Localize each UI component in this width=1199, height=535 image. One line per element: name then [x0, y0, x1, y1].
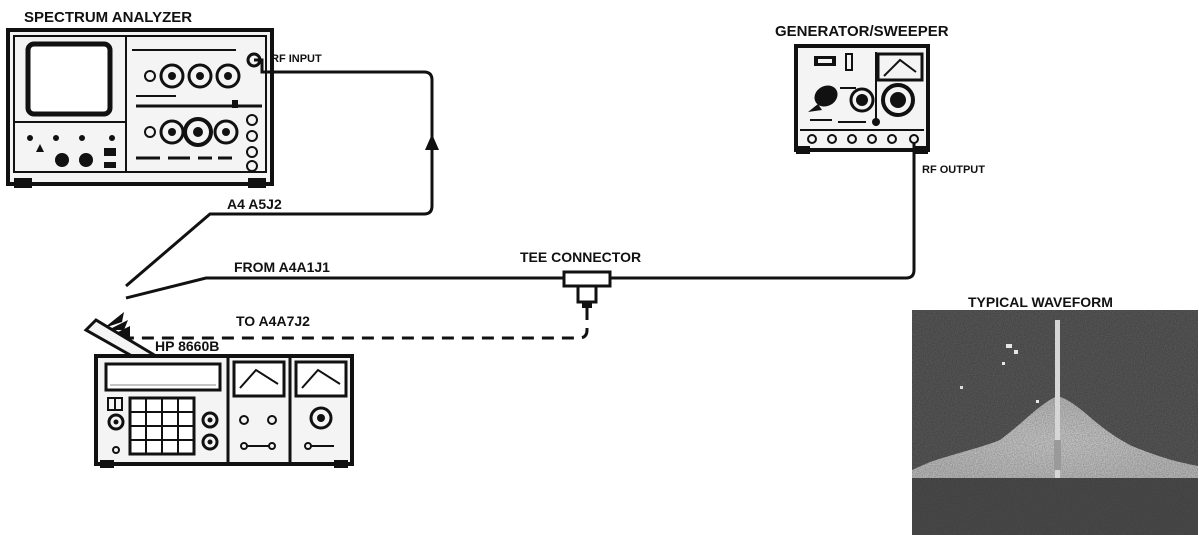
cable-to-a4a7j2 — [128, 308, 589, 340]
tee-connector: TEE CONNECTOR — [520, 249, 641, 308]
spectrum-analyzer-crt — [25, 41, 113, 117]
hp-8660b-display — [104, 362, 222, 392]
tee-connector-label: TEE CONNECTOR — [520, 249, 641, 265]
sa-knob-icon — [79, 153, 93, 167]
spectrum-analyzer: SPECTRUM ANALYZER — [6, 9, 274, 188]
hp-8660b-meter-icon — [232, 360, 286, 398]
spectrum-analyzer-title: SPECTRUM ANALYZER — [24, 9, 192, 26]
sa-knob-icon — [55, 153, 69, 167]
hp-8660b: HP 8660B — [83, 318, 354, 468]
hp-8660b-meter-icon — [294, 360, 348, 398]
typical-waveform: TYPICAL WAVEFORM — [912, 294, 1198, 535]
cable-a4a5j2 — [125, 58, 434, 288]
label-to-a4a7j2: TO A4A7J2 — [236, 313, 310, 329]
waveform-carrier-spike — [1055, 320, 1060, 478]
signal-flow-arrow-icon — [116, 326, 130, 340]
label-from-a4a1j1: FROM A4A1J1 — [234, 259, 330, 275]
label-a4a5j2: A4 A5J2 — [227, 196, 282, 212]
generator-meter-icon — [876, 52, 924, 82]
cable-from-a4a1j1 — [125, 143, 916, 300]
generator-sweeper: GENERATOR/SWEEPER — [775, 23, 949, 154]
signal-flow-arrow-icon — [425, 134, 439, 150]
rf-output-label: RF OUTPUT — [922, 164, 985, 176]
arrowhead-icon — [104, 312, 124, 328]
arrowhead-icon — [108, 320, 128, 330]
generator-sweeper-title: GENERATOR/SWEEPER — [775, 23, 949, 40]
typical-waveform-title: TYPICAL WAVEFORM — [968, 294, 1113, 310]
rf-input-label: RF INPUT — [271, 53, 322, 65]
hp-8660b-title: HP 8660B — [155, 338, 219, 354]
